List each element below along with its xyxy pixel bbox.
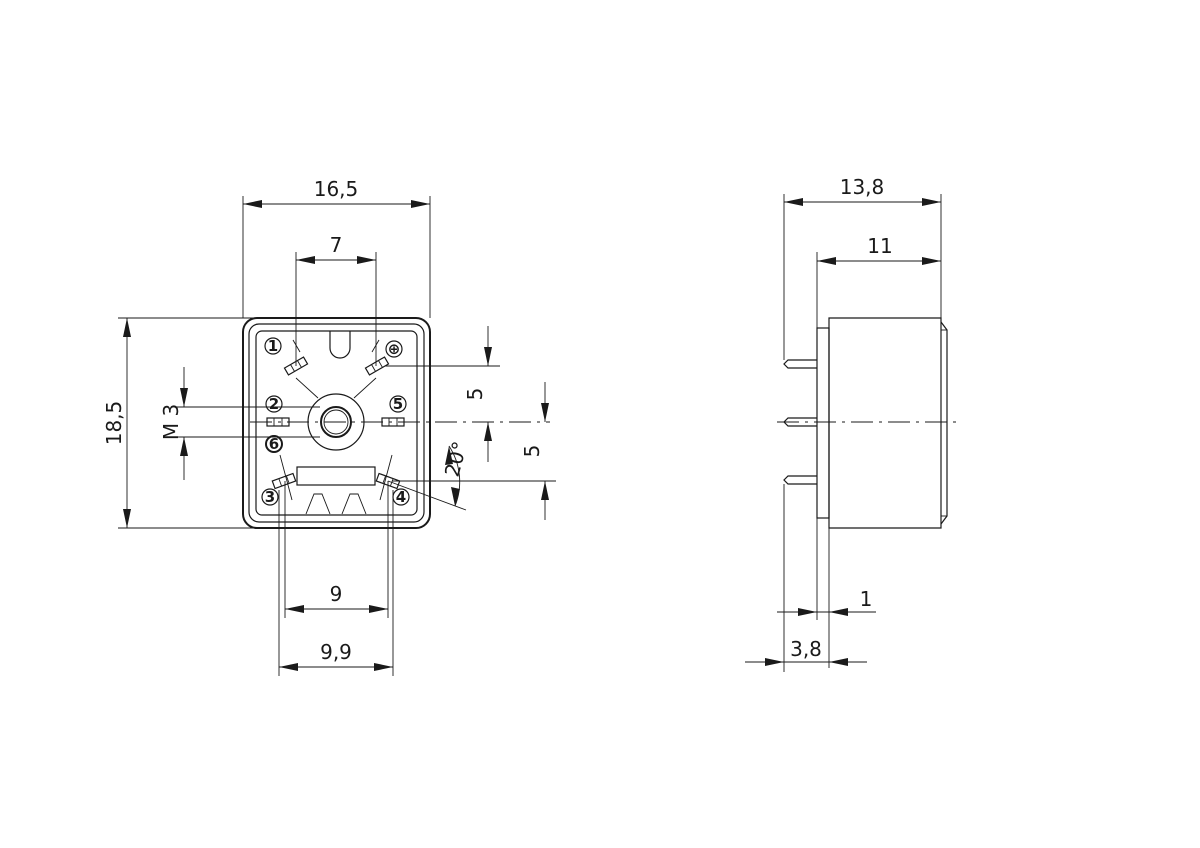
dim-vert-lower-label: 5 <box>520 445 544 458</box>
pin-label-5: 5 <box>393 395 403 413</box>
dim-width: 16,5 <box>242 177 431 318</box>
dim-width-label: 16,5 <box>314 177 359 201</box>
pin-label-1: 1 <box>268 337 278 355</box>
dim-total-depth-label: 13,8 <box>840 175 885 199</box>
pin-marker-6: 6 <box>265 435 283 453</box>
pin-label-6: 6 <box>269 435 279 453</box>
pin-marker-1: 1 <box>264 337 282 355</box>
side-body-front-edge <box>940 321 948 525</box>
dim-bottom-inner-label: 9 <box>330 582 343 606</box>
front-view: 1 ⊕ 2 5 6 3 4 <box>102 177 556 676</box>
bottom-ribs <box>305 493 367 515</box>
dim-body-depth: 11 <box>816 234 941 328</box>
housing-face-outline <box>255 330 418 516</box>
side-flange <box>816 327 830 519</box>
dim-vert-upper: 5 <box>385 326 500 462</box>
pin-marker-5: 5 <box>389 395 407 413</box>
contact-slot-earth <box>364 356 390 376</box>
dim-bottom-outer: 9,9 <box>278 490 394 676</box>
dim-bottom-outer-label: 9,9 <box>320 640 352 664</box>
pin-label-3: 3 <box>265 488 275 506</box>
pin-label-2: 2 <box>269 395 279 413</box>
coding-notch <box>329 331 351 359</box>
dim-pin-length: 3,8 <box>745 637 867 666</box>
radial-lines <box>279 339 393 501</box>
dim-pin-length-label: 3,8 <box>790 637 822 661</box>
pin-label-4: 4 <box>396 488 406 506</box>
dim-flange-label: 1 <box>860 587 873 611</box>
dim-thread-label: M 3 <box>159 404 183 440</box>
dim-body-depth-label: 11 <box>867 234 892 258</box>
side-body <box>828 317 942 529</box>
dim-pin-spacing-top: 7 <box>295 233 377 366</box>
housing-outer-outline <box>242 317 431 529</box>
dim-vert-lower: 5 <box>392 382 556 520</box>
center-thread-hole <box>320 406 352 438</box>
side-view: 13,8 11 1 3,8 <box>745 175 962 672</box>
dim-bottom-inner: 9 <box>284 481 389 618</box>
pin-marker-2: 2 <box>265 395 283 413</box>
dim-pin-spacing-top-label: 7 <box>330 233 343 257</box>
dim-flange: 1 <box>777 484 876 672</box>
housing-inner-outline <box>248 323 425 523</box>
label-plate <box>296 466 376 486</box>
dim-total-depth: 13,8 <box>783 175 942 360</box>
pin-marker-4: 4 <box>392 488 410 506</box>
dim-height: 18,5 <box>102 317 262 529</box>
pin-marker-3: 3 <box>261 488 279 506</box>
contact-slot-1 <box>283 356 309 376</box>
dim-thread: M 3 <box>159 367 320 480</box>
pin-label-earth: ⊕ <box>388 340 401 358</box>
dim-height-label: 18,5 <box>102 401 126 446</box>
contact-slot-3 <box>271 472 297 490</box>
dim-vert-upper-label: 5 <box>463 388 487 401</box>
dim-angle-label: 20° <box>440 439 472 479</box>
pin-marker-earth: ⊕ <box>385 340 403 358</box>
